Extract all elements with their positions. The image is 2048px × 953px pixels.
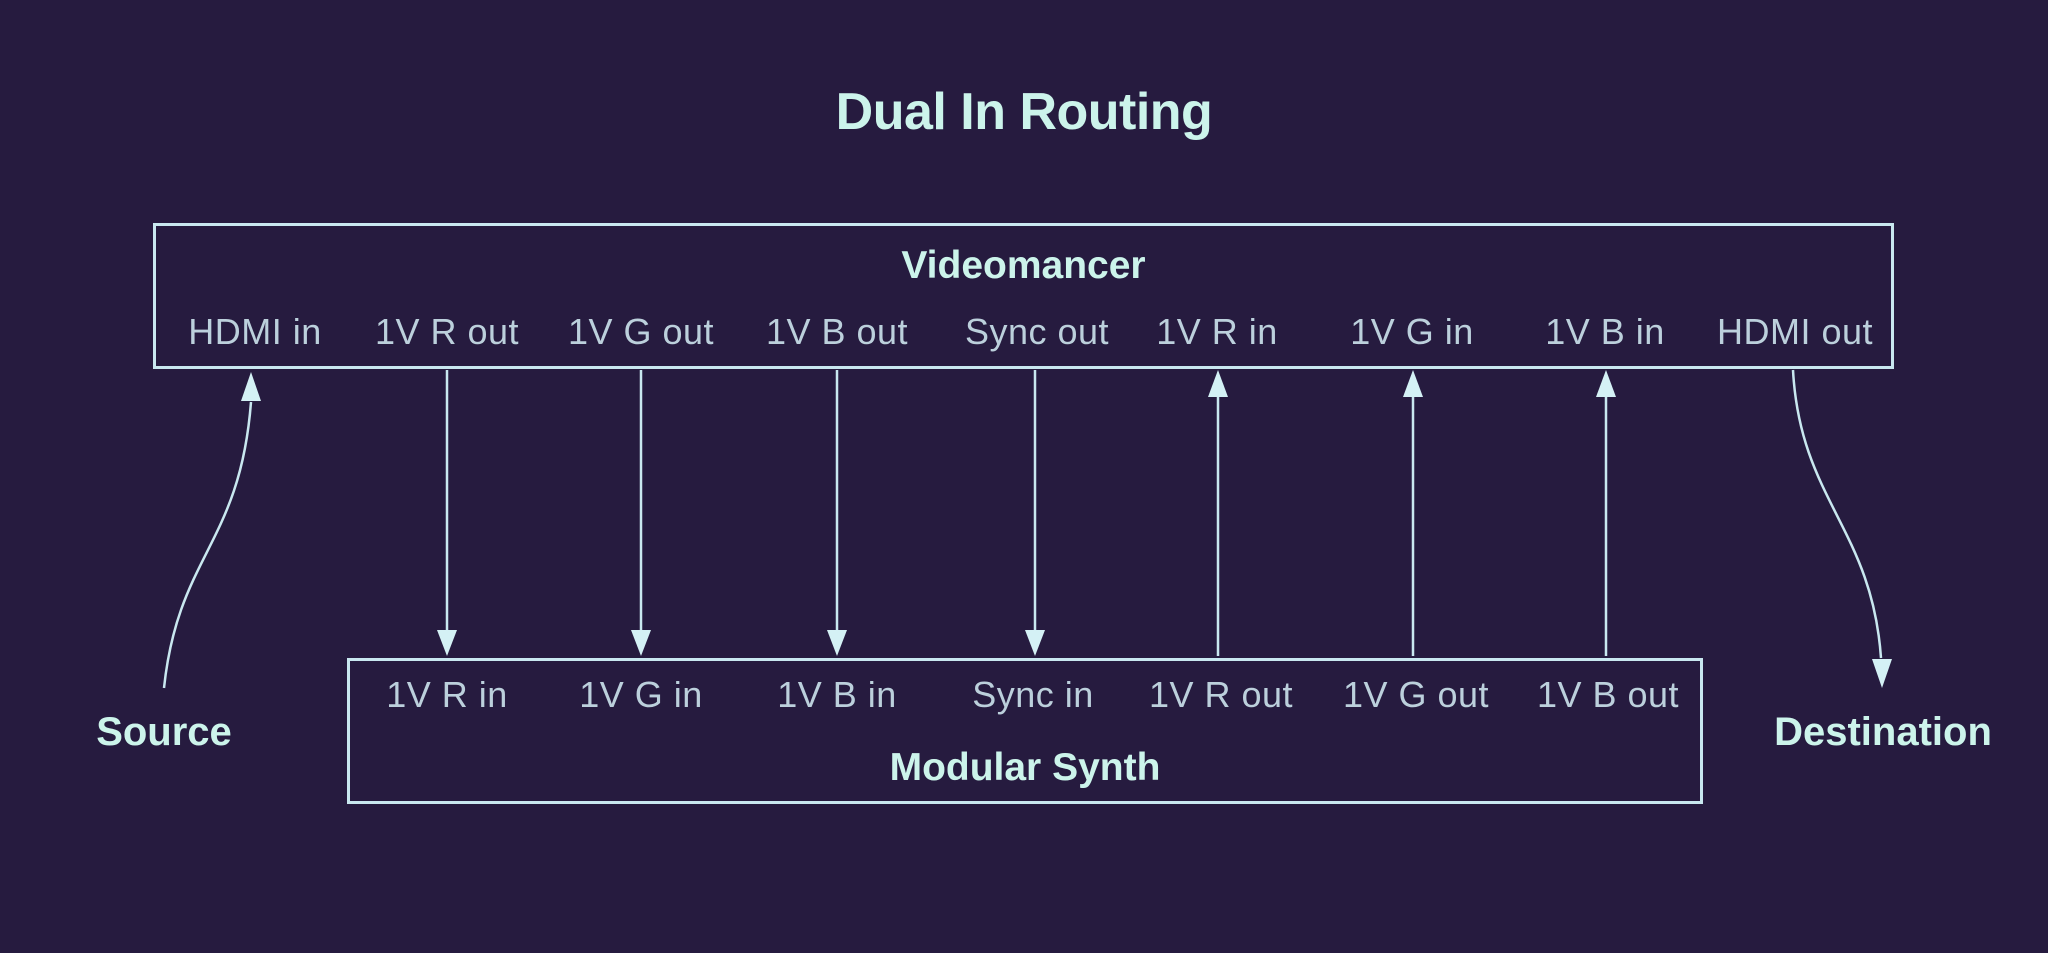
destination-label: Destination [1774,710,1992,754]
arrowhead-up-icon [1596,370,1616,397]
arrowhead-up-icon [241,372,261,401]
source-label: Source [96,710,232,754]
arrow-1v-r-out-down [437,370,457,656]
videomancer-box: Videomancer HDMI in 1V R out 1V G out 1V… [153,223,1894,369]
videomancer-title: Videomancer [901,244,1146,287]
arrow-1v-b-out-up [1596,370,1616,656]
arrowhead-down-icon [631,630,651,656]
port-vm-hdmi-in: HDMI in [188,311,322,352]
arrowhead-down-icon [827,630,847,656]
arrow-hdmi-out-to-destination [1791,369,1892,688]
arrow-source-to-hdmi-in [162,372,261,689]
port-vm-1v-b-in: 1V B in [1545,311,1665,352]
port-vm-1v-b-out: 1V B out [765,311,909,352]
arrowhead-up-icon [1208,370,1228,397]
arrow-1v-g-out-down [631,370,651,656]
page-title: Dual In Routing [835,83,1213,141]
arrowhead-down-icon [437,630,457,656]
port-ms-1v-r-in: 1V R in [386,674,508,715]
port-vm-sync-out: Sync out [964,311,1110,352]
arrow-1v-b-out-down [827,370,847,656]
port-ms-1v-b-in: 1V B in [777,674,897,715]
arrow-1v-g-out-up [1403,370,1423,656]
port-ms-1v-g-in: 1V G in [579,674,703,715]
port-ms-1v-b-out: 1V B out [1536,674,1680,715]
modular-synth-title: Modular Synth [889,746,1161,789]
modular-synth-box: Modular Synth 1V R in 1V G in 1V B in Sy… [347,658,1703,804]
arrow-sync-out-down [1025,370,1045,656]
port-vm-hdmi-out: HDMI out [1716,311,1874,352]
arrow-1v-r-out-up [1208,370,1228,656]
arrowhead-down-icon [1025,630,1045,656]
port-vm-1v-r-out: 1V R out [374,311,520,352]
arrowhead-up-icon [1403,370,1423,397]
port-ms-1v-g-out: 1V G out [1342,674,1490,715]
port-ms-1v-r-out: 1V R out [1148,674,1294,715]
port-vm-1v-g-out: 1V G out [567,311,715,352]
port-ms-sync-in: Sync in [972,674,1094,715]
arrowhead-down-icon [1872,659,1892,688]
port-vm-1v-r-in: 1V R in [1156,311,1278,352]
port-vm-1v-g-in: 1V G in [1350,311,1474,352]
